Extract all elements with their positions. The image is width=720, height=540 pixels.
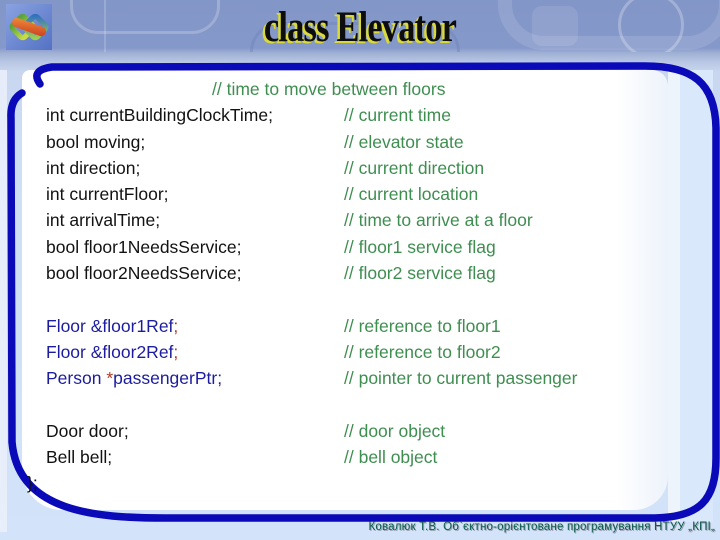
pattern-line: [104, 0, 106, 52]
code-segment: bool floor1NeedsService;: [46, 236, 242, 257]
code-line: int arrivalTime; // time to arrive at a f…: [22, 207, 668, 233]
code-line: // time to move between floors: [22, 76, 668, 102]
code-segment: Door door;: [46, 420, 129, 441]
code-line: [22, 286, 668, 312]
code-comment: // floor2 service flag: [344, 263, 496, 284]
code-segment: int direction;: [46, 157, 141, 178]
code-line: };: [22, 470, 668, 496]
code-comment: // door object: [344, 420, 446, 441]
code-comment: // current direction: [344, 157, 485, 178]
code-comment: // bell object: [344, 447, 438, 468]
code-segment: bool moving;: [46, 131, 146, 152]
slide-title: class Elevator: [263, 4, 457, 51]
code-segment: Floor &floor1Ref: [46, 315, 174, 336]
code-comment: // reference to floor1: [344, 315, 501, 336]
code-segment: int currentBuildingClockTime;: [46, 105, 273, 126]
code-listing: // time to move between floors int curren…: [22, 76, 668, 497]
code-comment: // reference to floor2: [344, 341, 501, 362]
header-background-pattern: [0, 0, 720, 52]
code-line: bool moving; // elevator state: [22, 129, 668, 155]
code-segment: Bell bell;: [46, 447, 113, 468]
code-comment: // floor1 service flag: [344, 236, 496, 257]
code-comment: // elevator state: [344, 131, 464, 152]
background-band: [668, 70, 680, 522]
code-segment: int arrivalTime;: [46, 210, 161, 231]
code-line: Floor &floor2Ref; // reference to floor2: [22, 339, 668, 365]
code-line: bool floor1NeedsService; // floor1 servic…: [22, 234, 668, 260]
code-line: int direction; // current direction: [22, 155, 668, 181]
code-comment: // time to move between floors: [212, 79, 446, 99]
pattern-tile: [532, 6, 578, 46]
code-line: Door door; // door object: [22, 418, 668, 444]
code-segment: bool floor2NeedsService;: [46, 263, 242, 284]
code-segment: Person: [46, 368, 107, 389]
code-segment: ;: [173, 341, 179, 362]
pattern-circle: [618, 0, 684, 52]
code-line: int currentBuildingClockTime; // current …: [22, 102, 668, 128]
code-segment: *: [106, 368, 114, 389]
code-line: bool floor2NeedsService; // floor2 servic…: [22, 260, 668, 286]
code-comment: // current time: [344, 105, 451, 126]
code-segment: ;: [173, 315, 179, 336]
code-comment: // time to arrive at a floor: [344, 210, 533, 231]
code-line: int currentFloor; // current location: [22, 181, 668, 207]
code-line: [22, 392, 668, 418]
background-band: [0, 70, 7, 532]
code-comment: // current location: [344, 184, 479, 205]
code-segment: Floor &floor2Ref: [46, 341, 174, 362]
code-segment: passengerPtr;: [113, 368, 223, 389]
code-line: Person *passengerPtr; // pointer to curre…: [22, 365, 668, 391]
code-comment: // pointer to current passenger: [344, 368, 578, 389]
footer-credit: Ковалюк Т.В. Об`єктно-орієнтоване програ…: [368, 521, 715, 533]
code-line: Bell bell; // bell object: [22, 444, 668, 470]
code-segment: int currentFloor;: [46, 184, 169, 205]
visual-studio-infinity-logo-icon: [6, 4, 52, 50]
code-line: Floor &floor1Ref; // reference to floor1: [22, 313, 668, 339]
code-segment: };: [27, 473, 38, 494]
background-band: [680, 70, 713, 522]
